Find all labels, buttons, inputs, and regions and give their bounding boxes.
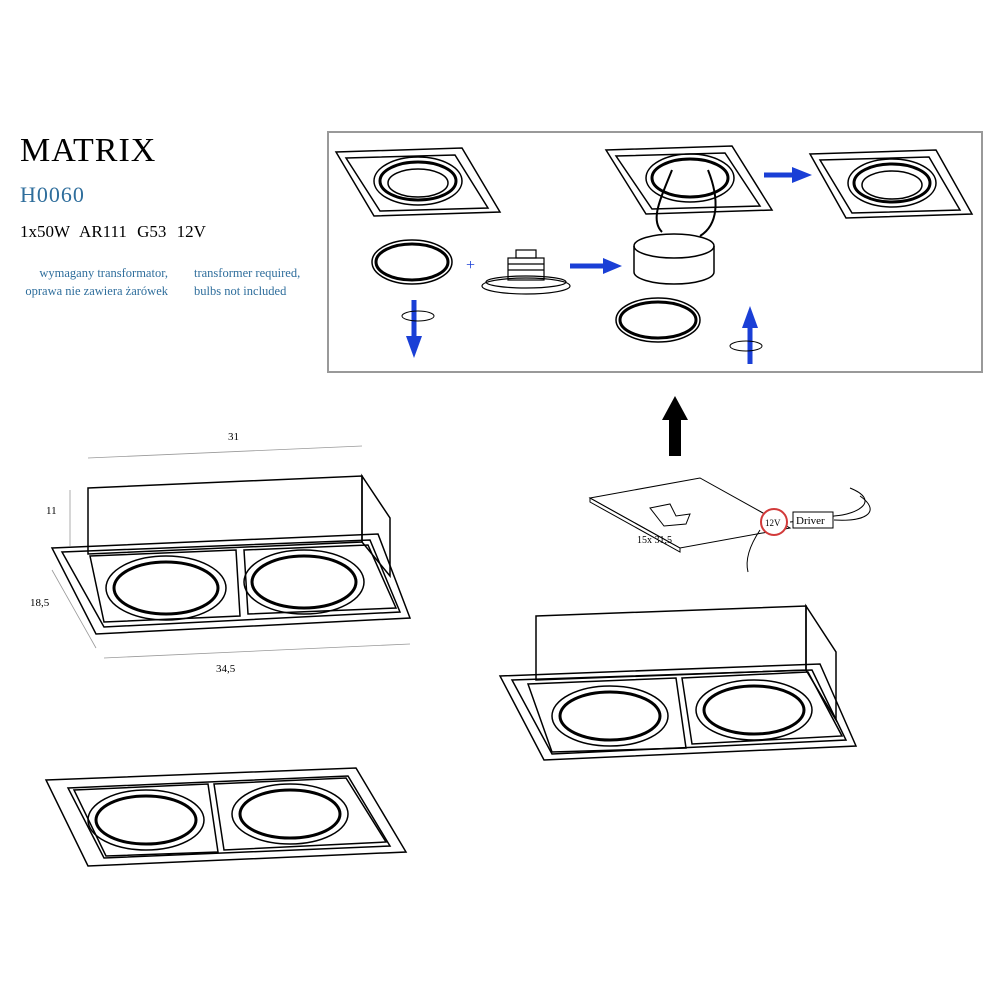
ceiling-cutout	[588, 477, 792, 553]
dim-depth: 18,5	[30, 597, 50, 609]
note-en-line2: bulbs not included	[194, 284, 287, 298]
driver-label: Driver	[796, 515, 825, 527]
rotate-up-arrow	[729, 306, 763, 364]
note-pl-line2: oprawa nie zawiera żarówek	[25, 284, 168, 298]
plus-sign: +	[466, 257, 475, 274]
panel-fixture-3	[808, 149, 974, 219]
note-english: transformer required, bulbs not included	[194, 264, 334, 300]
product-specs: 1x50W AR111 G53 12V	[20, 222, 206, 241]
driver-box	[792, 511, 834, 529]
arrow-up-black	[662, 396, 688, 456]
panel-ring-right	[615, 297, 701, 343]
installation-panel	[327, 131, 983, 373]
dim-height: 11	[46, 505, 57, 517]
fixture-flat	[44, 767, 408, 867]
arrow-right-2-head	[792, 167, 812, 183]
note-pl-line1: wymagany transformator,	[39, 266, 168, 280]
panel-fixture-1	[334, 147, 502, 217]
dim-length-bottom: 34,5	[216, 663, 236, 675]
cutout-size: 15x 31,5	[637, 535, 672, 546]
fixture-installed	[498, 603, 858, 761]
dim-length-top: 31	[228, 431, 239, 443]
dimension-lines	[51, 445, 411, 659]
panel-lamp-assembled	[633, 233, 715, 285]
product-name: MATRIX	[20, 132, 157, 169]
panel-fixture-2	[604, 145, 774, 237]
voltage-marker	[760, 508, 788, 536]
note-en-line1: transformer required,	[194, 266, 301, 280]
arrow-right-1-head	[603, 258, 622, 274]
rotate-down-arrow	[401, 300, 435, 358]
panel-ring-left	[371, 239, 453, 285]
product-code: H0060	[20, 182, 85, 207]
note-polish: wymagany transformator, oprawa nie zawie…	[4, 264, 168, 300]
voltage-label: 12V	[765, 518, 781, 528]
bulb-ar111-icon	[481, 249, 571, 295]
fixture-dimensioned	[50, 473, 412, 635]
